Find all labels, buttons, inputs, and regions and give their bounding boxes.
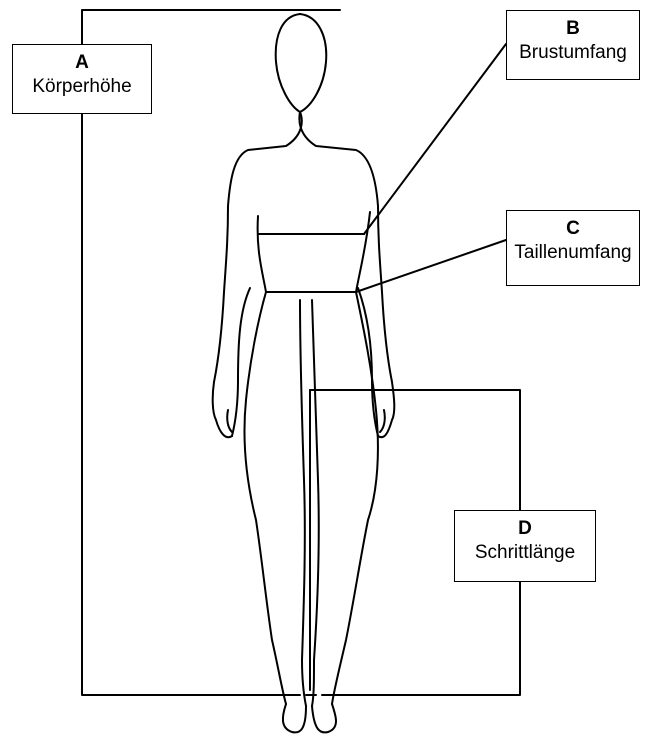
label-box-a: A Körperhöhe bbox=[12, 44, 152, 114]
body-silhouette bbox=[213, 14, 395, 732]
chest-leader-line bbox=[364, 44, 506, 234]
label-box-d: D Schrittlänge bbox=[454, 510, 596, 582]
label-d-name: Schrittlänge bbox=[455, 541, 595, 565]
label-b-letter: B bbox=[507, 17, 639, 41]
label-b-name: Brustumfang bbox=[507, 41, 639, 65]
label-c-name: Taillenumfang bbox=[507, 241, 639, 265]
label-a-letter: A bbox=[13, 51, 151, 75]
label-d-letter: D bbox=[455, 517, 595, 541]
label-box-c: C Taillenumfang bbox=[506, 210, 640, 286]
label-box-b: B Brustumfang bbox=[506, 10, 640, 80]
label-a-name: Körperhöhe bbox=[13, 75, 151, 99]
label-c-letter: C bbox=[507, 217, 639, 241]
